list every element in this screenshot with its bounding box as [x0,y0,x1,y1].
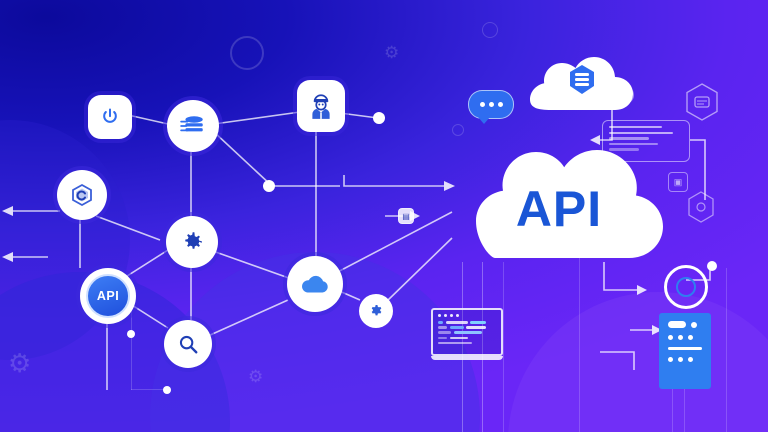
code-snippet-panel [602,120,690,162]
code-row [438,321,496,324]
laptop-base [431,356,503,360]
gauge-dial [664,265,708,309]
cog-small-icon [371,305,382,316]
code-row [438,341,496,345]
server-row [668,356,702,362]
chat-dot [479,102,485,107]
server-led [688,335,693,340]
gear-icon [185,232,202,249]
server-row [668,335,702,340]
server-row [668,321,702,328]
laptop-code-window[interactable] [431,308,503,366]
cloud-icon [302,275,328,293]
database-shield-icon [570,65,594,94]
code-line [609,148,639,151]
chat-ellipsis-bubble[interactable] [468,90,514,124]
mini-tile-top: ▣ [668,172,688,192]
node-search[interactable] [164,320,212,368]
window-dot [438,314,441,317]
code-line [609,137,649,140]
power-button-icon [103,108,117,123]
server-led [688,356,693,362]
code-row [438,336,496,340]
shield-hexagon-icon [72,183,92,207]
node-cog-small[interactable] [359,294,393,328]
server-led [678,356,683,362]
server-led [668,335,673,340]
chat-bubble-tail [478,117,490,124]
user-support-icon [312,94,330,119]
chat-dot [497,102,503,107]
window-dot [444,314,447,317]
laptop-screen [431,308,503,356]
server-pill [668,321,686,328]
magnifier-icon [179,335,198,354]
node-user[interactable] [297,80,345,132]
code-row [438,326,496,329]
api-badge-icon: API [86,274,130,318]
hexagon-settings-icon [688,191,714,223]
chat-dot [488,102,494,107]
server-divider [668,347,702,350]
mini-tile-circle: ⚙ [616,86,634,104]
code-line [609,126,663,129]
database-stack-icon [180,116,203,132]
node-gear[interactable] [166,216,218,268]
hexagon-badge-mid [686,190,716,229]
gauge-inner-ring [676,277,696,297]
node-database[interactable] [167,100,219,152]
database-cloud [527,52,637,114]
node-shield[interactable] [57,170,107,220]
node-cloud[interactable] [287,256,343,312]
hexagon-badge-icon [686,83,718,121]
hexagon-badge-right [684,82,720,127]
server-led [668,356,673,362]
api-cloud-label: API [515,181,603,237]
server-led [678,335,683,340]
cloud-shape-icon [476,150,663,258]
code-row [438,331,496,334]
node-api-badge[interactable]: API [80,268,136,324]
window-dot [456,314,459,317]
window-dot [450,314,453,317]
api-cloud: API [447,136,671,264]
window-dots [438,314,496,317]
server-led [691,321,697,328]
code-line [609,131,673,134]
server-rack-panel[interactable] [659,313,711,389]
code-line [609,142,658,146]
api-badge-label: API [96,289,120,303]
node-power[interactable] [88,95,132,139]
mini-tile-center: ▤ [398,208,414,224]
